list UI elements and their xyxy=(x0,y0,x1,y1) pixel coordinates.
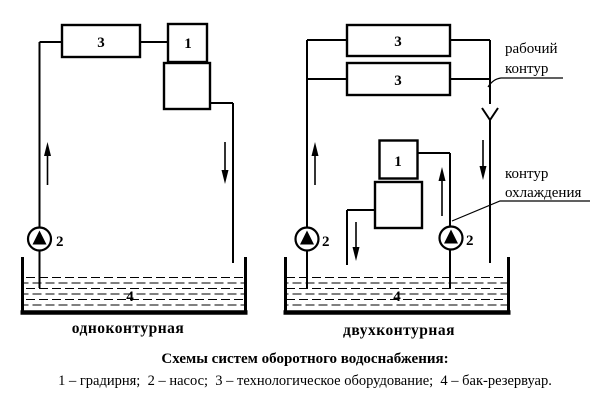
double-circuit-diagram: 3 3 1 2 2 4 xyxy=(283,23,590,339)
tank-label: 4 xyxy=(126,289,134,305)
pipe-return-right xyxy=(450,39,491,104)
cooling-circuit-label: контур охлаждения xyxy=(451,166,590,222)
pump-icon xyxy=(438,225,464,251)
working-circuit-line2: контур xyxy=(505,61,548,77)
flow-arrow-up-icon xyxy=(438,167,446,216)
pipe-tower-drain xyxy=(346,209,375,265)
cooling-tower-base-box xyxy=(162,61,212,111)
working-circuit-label: рабочий контур xyxy=(487,41,563,88)
water xyxy=(24,277,244,310)
equipment-top-label: 3 xyxy=(394,34,402,50)
figure-legend: 1 – градирня; 2 – насос; 3 – технологиче… xyxy=(58,373,552,389)
leader-line xyxy=(487,77,563,88)
right-diagram-caption: двухконтурная xyxy=(343,322,455,339)
pump-icon xyxy=(26,226,53,252)
figure-title: Схемы систем оборотного водоснабжения: xyxy=(161,351,449,367)
single-circuit-diagram: 3 1 2 4 одноконтурная xyxy=(20,22,248,337)
footer: Схемы систем оборотного водоснабжения: 1… xyxy=(0,351,610,390)
cooling-tower-top-box xyxy=(378,139,419,180)
flow-arrow-down-icon xyxy=(221,142,229,184)
equipment-box xyxy=(60,23,142,59)
equipment-label: 3 xyxy=(97,35,105,51)
pipe-return-right xyxy=(210,102,234,263)
funnel-icon xyxy=(481,107,499,263)
tank-label: 4 xyxy=(393,289,401,305)
pipe-supply-left xyxy=(306,39,347,288)
cooling-circuit-line2: охлаждения xyxy=(505,185,581,201)
tank xyxy=(20,257,248,315)
cooling-tower-label: 1 xyxy=(394,154,402,170)
pump-label: 2 xyxy=(56,234,64,250)
pump-left-label: 2 xyxy=(322,234,330,250)
water xyxy=(287,277,507,310)
cooling-tower-top-box xyxy=(166,22,209,64)
left-diagram-caption: одноконтурная xyxy=(72,320,185,337)
tank xyxy=(283,257,511,315)
pump-right-label: 2 xyxy=(466,233,474,249)
cooling-tower-base-box xyxy=(373,180,424,230)
working-circuit-line1: рабочий xyxy=(505,41,558,57)
flow-arrow-up-icon xyxy=(311,142,319,185)
equipment-box-top xyxy=(345,23,452,58)
cooling-circuit-line1: контур xyxy=(505,166,548,182)
equipment-box-bottom xyxy=(345,61,452,97)
equipment-bottom-label: 3 xyxy=(394,73,402,89)
pipe-tower-to-pump xyxy=(418,152,451,288)
flow-arrow-up-icon xyxy=(44,142,51,185)
flow-arrow-down-icon xyxy=(479,140,487,180)
leader-line xyxy=(451,200,590,222)
cooling-tower-label: 1 xyxy=(184,36,192,52)
pump-icon xyxy=(294,226,320,252)
schematic-diagram: 3 1 2 4 одноконтурная xyxy=(20,22,590,339)
flow-arrow-down-icon xyxy=(352,222,360,261)
